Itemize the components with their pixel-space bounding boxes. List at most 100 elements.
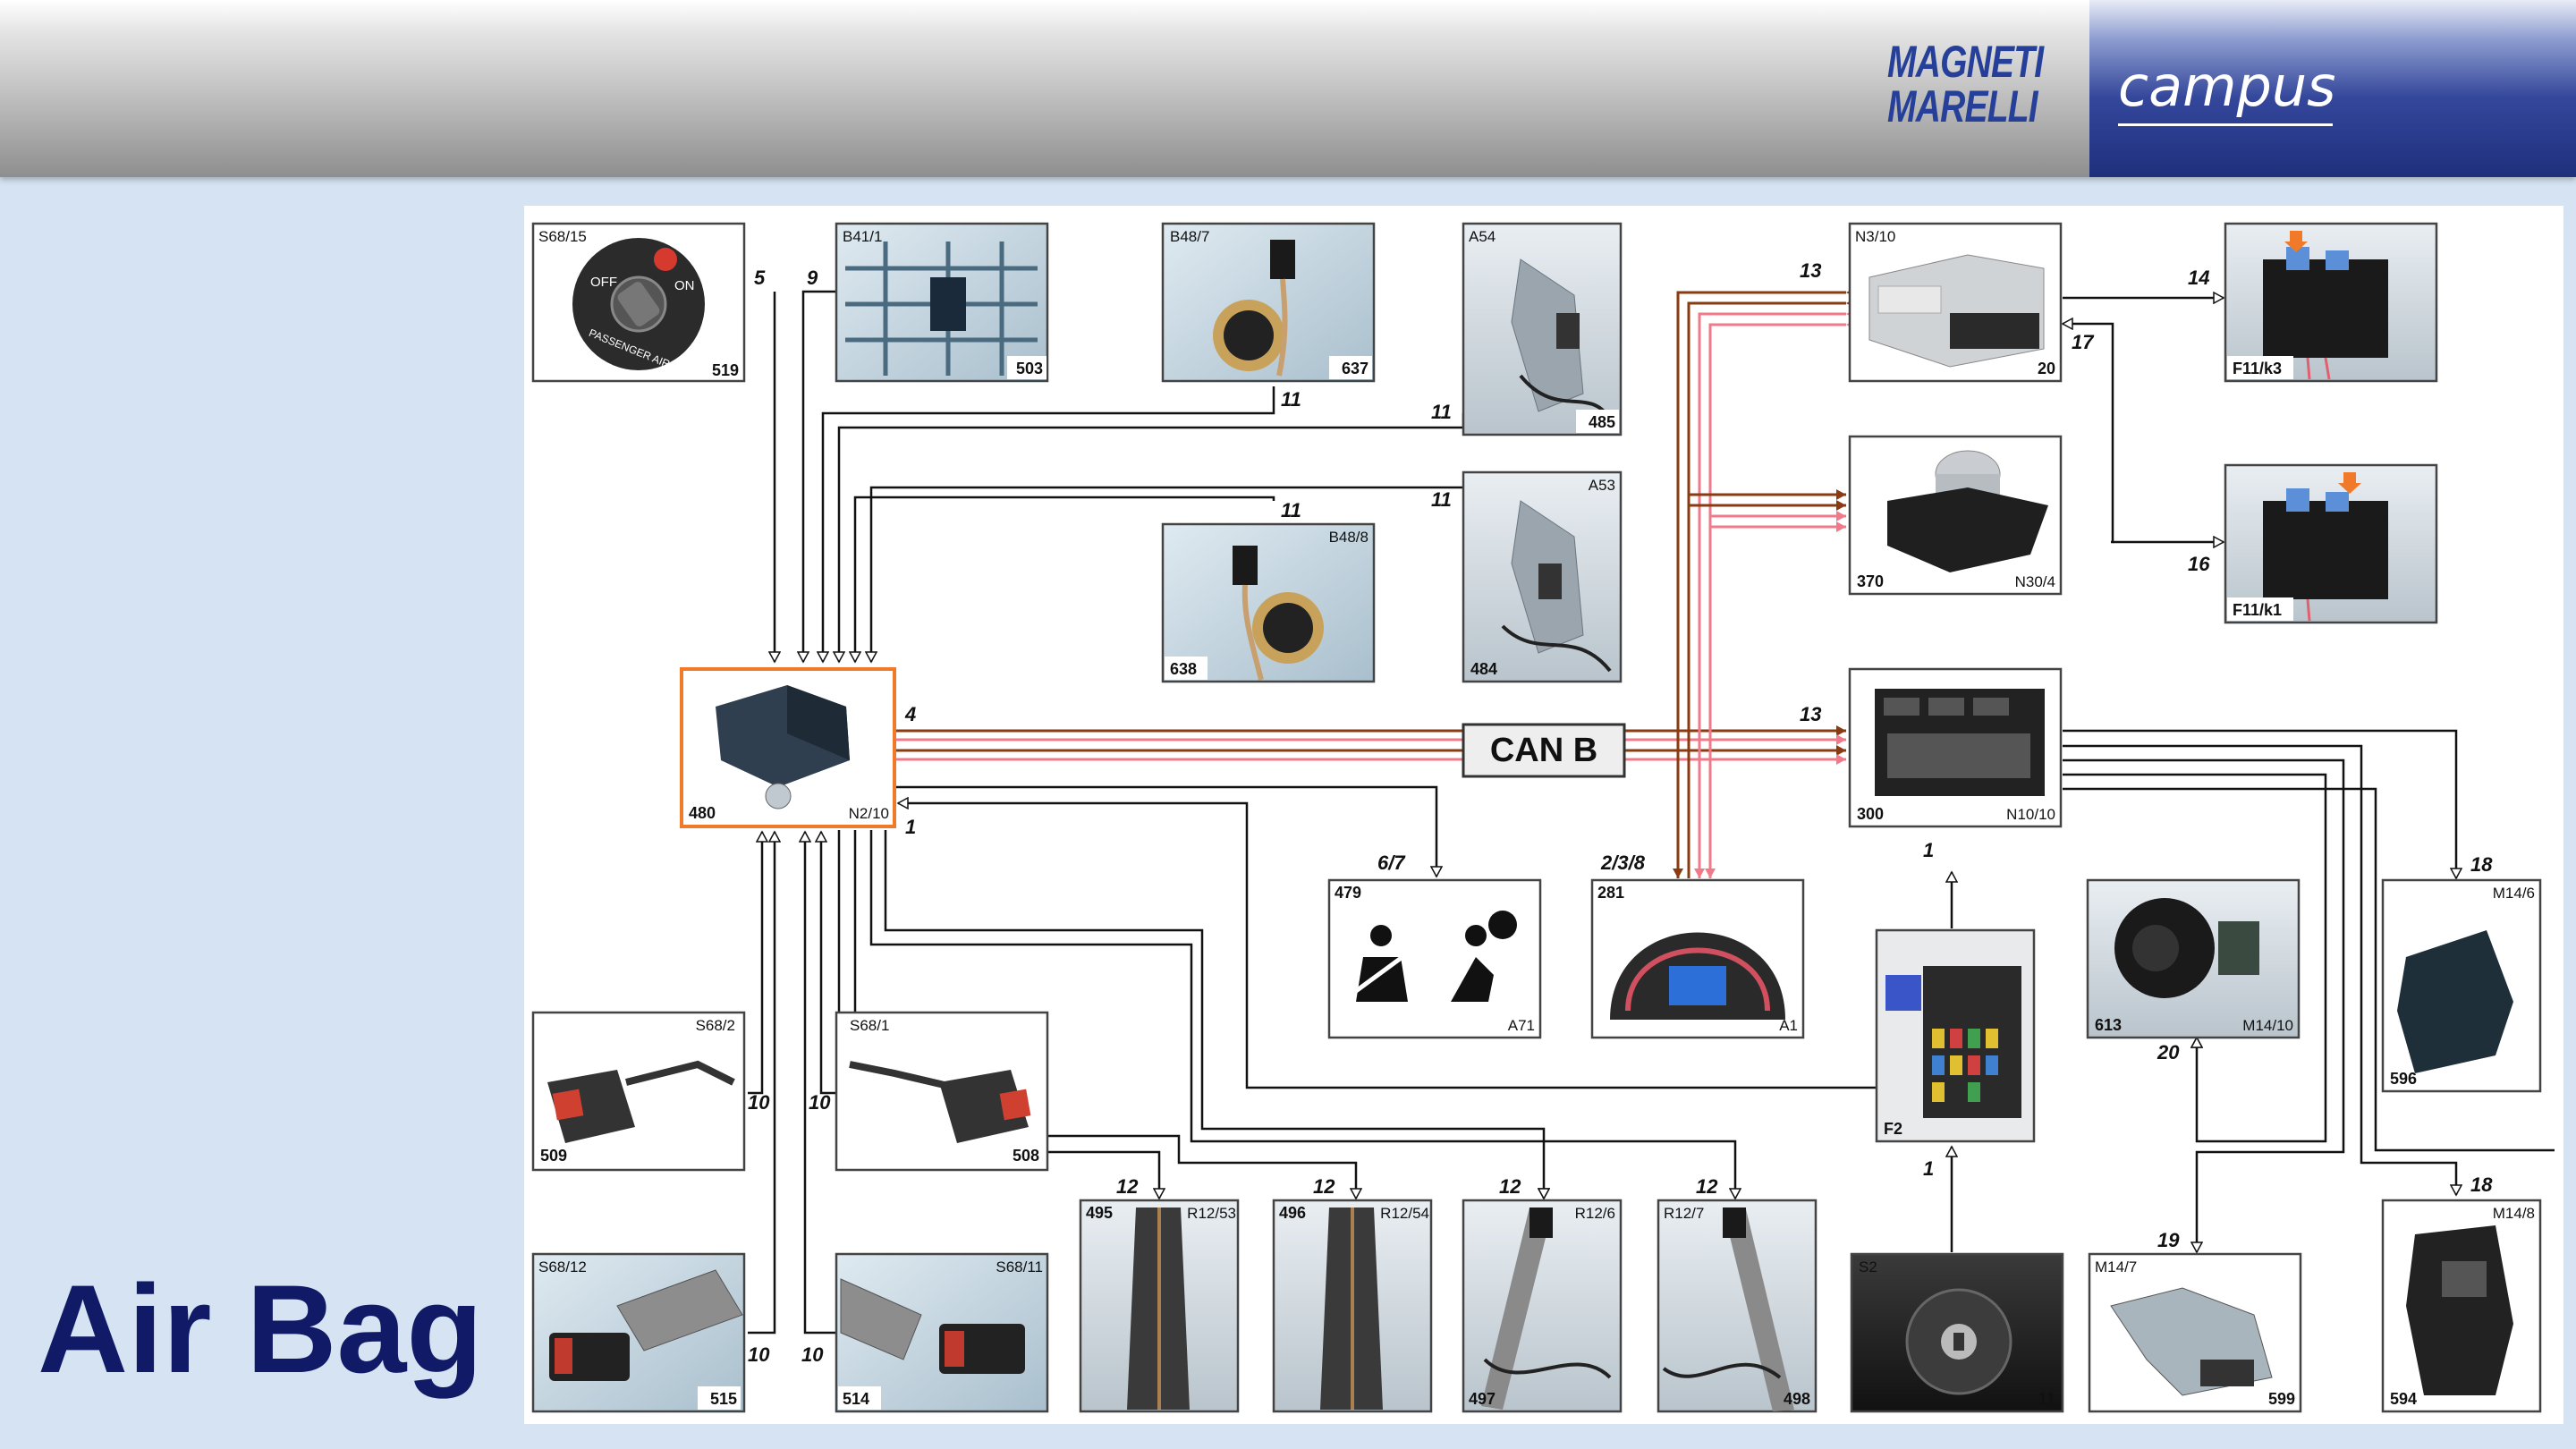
a54-code: A54 (1469, 228, 1496, 245)
buckle-switch-s68-2[interactable]: S68/2 509 (531, 1011, 746, 1172)
wire-label-12-a: 12 (1116, 1175, 1139, 1198)
s68-1-code: S68/1 (850, 1017, 889, 1034)
passenger-airbag-switch-s68-15[interactable]: OFF ON PASSENGER AIRBAG S68/15 519 (531, 222, 746, 383)
wire-label-1-c: 1 (1923, 1157, 1934, 1180)
s68-2-num: 509 (540, 1147, 567, 1165)
n3-10-num: 20 (2038, 360, 2055, 377)
wire-label-12-c: 12 (1499, 1175, 1521, 1198)
occupant-sensor-b41-1[interactable]: B41/1 503 (835, 222, 1049, 383)
buckle-switch-s68-1[interactable]: S68/1 508 (835, 1011, 1049, 1172)
warning-lamp-a71[interactable]: 479 A71 (1327, 878, 1542, 1039)
wire-label-10-a: 10 (748, 1091, 770, 1114)
wire-label-14: 14 (2188, 267, 2209, 289)
m14-8-code: M14/8 (2493, 1205, 2535, 1222)
signal-wires (748, 290, 2555, 1335)
tailgate-lock-m14-7[interactable]: M14/7 599 (2088, 1252, 2302, 1413)
m14-6-num: 596 (2390, 1070, 2417, 1088)
wire-label-5: 5 (754, 267, 766, 289)
wire-label-17: 17 (2072, 331, 2095, 353)
f11-k1-code: F11/k1 (2233, 601, 2282, 619)
pressure-sensor-b48-7[interactable]: B48/7 637 (1161, 222, 1376, 383)
door-lock-m14-6[interactable]: M14/6 596 (2381, 878, 2542, 1093)
fuse-box-f2[interactable]: F2 (1875, 928, 2036, 1143)
wire-label-1: 1 (905, 816, 916, 838)
b48-7-num: 637 (1342, 360, 1368, 377)
abs-unit-n30-4[interactable]: 370 N30/4 (1848, 435, 2063, 596)
m14-7-code: M14/7 (2095, 1258, 2137, 1275)
n3-10-code: N3/10 (1855, 228, 1895, 245)
engine-ecu-n3-10[interactable]: N3/10 20 (1848, 222, 2063, 383)
a1-num: 281 (1597, 884, 1624, 902)
a71-code: A71 (1508, 1017, 1535, 1034)
wire-label-12-d: 12 (1696, 1175, 1718, 1198)
belt-tensioner-r12-6[interactable]: R12/6 497 (1462, 1199, 1623, 1413)
wire-label-18-a: 18 (2470, 853, 2493, 876)
fuse-box-f11-k3[interactable]: F11/k3 (2224, 222, 2438, 383)
can-b-label: CAN B (1462, 723, 1626, 778)
wire-label-19: 19 (2157, 1229, 2180, 1251)
belt-tensioner-r12-54[interactable]: 496 R12/54 (1272, 1199, 1433, 1413)
r12-7-code: R12/7 (1664, 1205, 1704, 1222)
m14-7-num: 599 (2268, 1390, 2295, 1408)
f11-k3-code: F11/k3 (2233, 360, 2282, 377)
buckle-switch-s68-12[interactable]: S68/12 515 (531, 1252, 746, 1413)
wire-label-11-c: 11 (1281, 499, 1301, 521)
a53-code: A53 (1589, 477, 1615, 494)
r12-6-code: R12/6 (1575, 1205, 1615, 1222)
m14-8-num: 594 (2390, 1390, 2417, 1408)
belt-tensioner-r12-53[interactable]: 495 R12/53 (1079, 1199, 1240, 1413)
wire-label-11-b: 11 (1431, 401, 1452, 423)
can-b-text: CAN B (1490, 732, 1597, 769)
r12-53-code: R12/53 (1187, 1205, 1236, 1222)
wire-label-10-d: 10 (801, 1343, 824, 1366)
wire-label-6-7: 6/7 (1377, 852, 1406, 874)
airbag-ecu-n2-10[interactable]: 480 N2/10 (680, 667, 896, 828)
b48-8-num: 638 (1170, 660, 1197, 678)
instrument-cluster-a1[interactable]: 281 A1 (1590, 878, 1805, 1039)
b48-8-code: B48/8 (1329, 529, 1368, 546)
n10-10-num: 300 (1857, 805, 1884, 823)
wire-label-16: 16 (2188, 553, 2210, 575)
campus-underline (2118, 123, 2333, 126)
campus-logo: campus (2118, 54, 2336, 119)
s2-num: 11 (2038, 1390, 2055, 1408)
ignition-switch-s2[interactable]: S2 11 (1850, 1252, 2064, 1413)
f2-code: F2 (1884, 1120, 1902, 1138)
buckle-switch-s68-11[interactable]: S68/11 514 (835, 1252, 1049, 1413)
airbag-warning-icon (1451, 911, 1517, 1002)
campus-brand-box (2089, 0, 2576, 177)
wire-labels: 5 9 11 11 11 11 4 1 6/7 2/3/8 13 13 14 1… (748, 259, 2493, 1366)
wire-label-9: 9 (807, 267, 818, 289)
brand-line-1: MAGNETI (1887, 37, 2044, 87)
m14-6-code: M14/6 (2493, 885, 2535, 902)
pressure-sensor-b48-8[interactable]: B48/8 638 (1161, 522, 1376, 683)
side-airbag-a54[interactable]: A54 485 (1462, 222, 1623, 436)
fuel-flap-m14-10[interactable]: 613 M14/10 (2086, 878, 2301, 1039)
fuse-box-f11-k1[interactable]: F11/k1 (2224, 463, 2438, 624)
ecu-code: N2/10 (849, 805, 889, 822)
wire-label-12-b: 12 (1313, 1175, 1335, 1198)
wire-label-4: 4 (904, 703, 916, 725)
s68-11-code: S68/11 (996, 1258, 1043, 1275)
s2-code: S2 (1859, 1258, 1877, 1275)
belt-tensioner-r12-7[interactable]: R12/7 498 (1657, 1199, 1818, 1413)
wire-label-11-d: 11 (1431, 488, 1452, 511)
a54-num: 485 (1589, 413, 1615, 431)
wire-label-1-b: 1 (1923, 839, 1934, 861)
a53-num: 484 (1470, 660, 1497, 678)
n10-10-code: N10/10 (2006, 806, 2055, 823)
m14-10-code: M14/10 (2242, 1017, 2293, 1034)
r12-7-num: 498 (1784, 1390, 1810, 1408)
a1-code: A1 (1779, 1017, 1798, 1034)
s68-11-num: 514 (843, 1390, 869, 1408)
door-lock-m14-8[interactable]: M14/8 594 (2381, 1199, 2542, 1413)
sam-module-n10-10[interactable]: 300 N10/10 (1848, 667, 2063, 828)
s68-12-num: 515 (710, 1390, 737, 1408)
side-airbag-a53[interactable]: A53 484 (1462, 470, 1623, 683)
r12-53-num: 495 (1086, 1204, 1113, 1222)
s68-12-code: S68/12 (538, 1258, 587, 1275)
b41-1-num: 503 (1016, 360, 1043, 377)
switch-on-label: ON (674, 278, 695, 293)
wire-label-10-c: 10 (748, 1343, 770, 1366)
